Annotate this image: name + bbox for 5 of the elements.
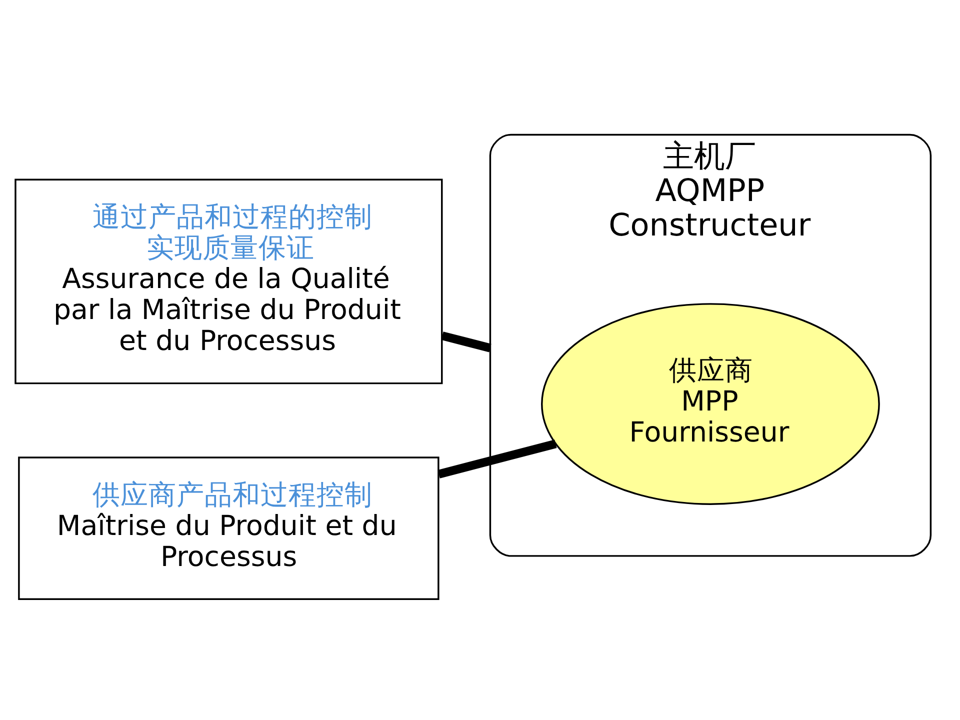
node-ellipse: 供应商 MPP Fournisseur [541,303,880,505]
node-box: 供应商产品和过程控制 Maîtrise du Produit et du Processus [18,456,440,600]
connector [441,332,492,352]
node-box: 通过产品和过程的控制实现质量保证 Assurance de la Qualité par la Maîtrise du Produit et du Processus [14,178,443,384]
connector [438,440,557,478]
